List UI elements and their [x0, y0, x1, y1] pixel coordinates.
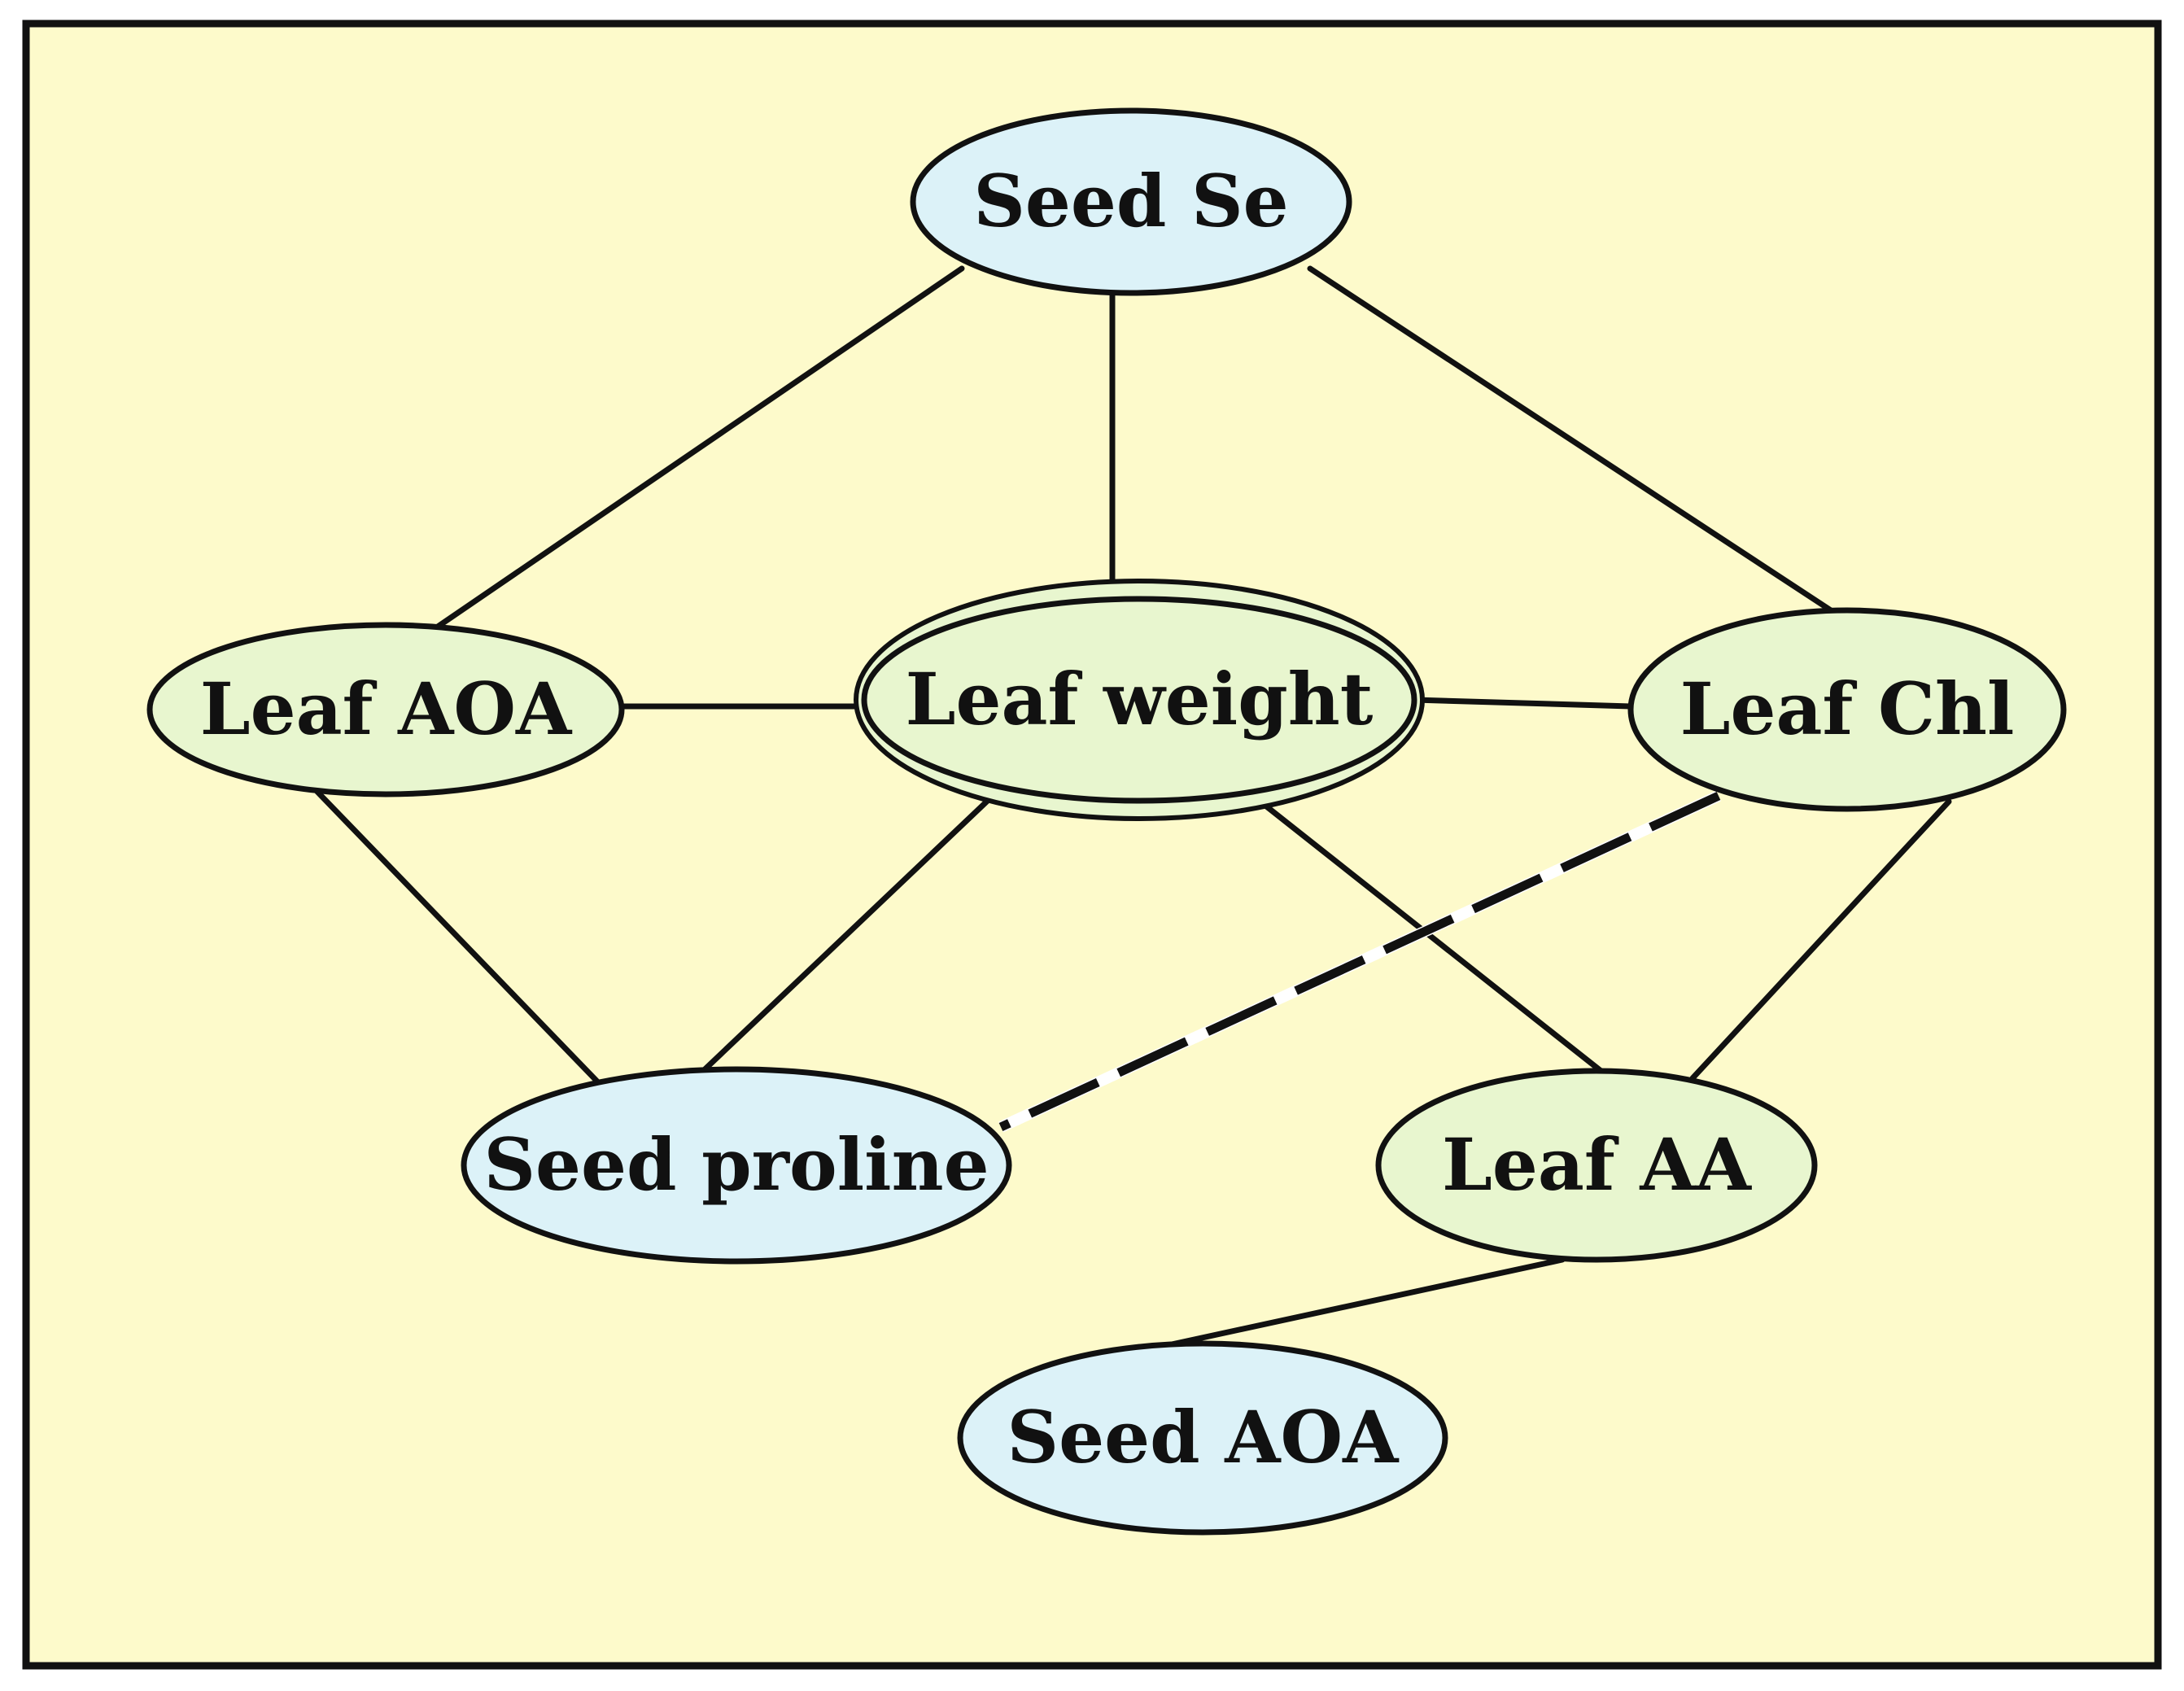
node-seed-se-ellipse: [910, 107, 1352, 296]
node-leaf-weight-label: Leaf weight: [906, 657, 1374, 741]
node-leaf-chl: Leaf Chl: [1627, 607, 2067, 812]
node-leaf-weight: Leaf weight: [854, 579, 1425, 821]
node-leaf-weight-ellipse: [861, 596, 1417, 804]
node-leaf-aa: Leaf AA: [1375, 1068, 1818, 1263]
edge-leaf-chl-seed-proline: [998, 792, 1721, 1131]
node-leaf-chl-label: Leaf Chl: [1680, 666, 2015, 751]
node-leaf-chl-ellipse: [1627, 607, 2067, 812]
node-leaf-aoa-label: Leaf AOA: [200, 666, 573, 751]
node-seed-proline-ellipse: [461, 1066, 1012, 1265]
edges-layer: [314, 265, 1952, 1348]
node-seed-aoa-label: Seed AOA: [1007, 1395, 1400, 1479]
node-seed-aoa-ellipse: [957, 1340, 1448, 1536]
edge-seed-se-leaf-aoa: [432, 265, 965, 631]
edge-leaf-weight-leaf-chl: [1411, 697, 1634, 710]
node-seed-se-label: Seed Se: [973, 159, 1288, 243]
node-leaf-aa-ellipse: [1375, 1068, 1818, 1263]
node-seed-se: Seed Se: [910, 107, 1352, 296]
node-leaf-aoa: Leaf AOA: [146, 622, 625, 797]
node-seed-aoa: Seed AOA: [957, 1340, 1448, 1536]
node-leaf-aa-label: Leaf AA: [1442, 1122, 1753, 1207]
node-seed-proline: Seed proline: [461, 1066, 1012, 1265]
edge-leaf-aoa-seed-proline: [314, 789, 601, 1086]
edge-leaf-chl-leaf-aa: [1689, 798, 1952, 1081]
node-leaf-aoa-ellipse: [146, 622, 625, 797]
edge-leaf-aa-seed-aoa: [1168, 1256, 1566, 1348]
edge-seed-se-leaf-chl: [1307, 265, 1834, 614]
edge-leaf-weight-leaf-aa: [1254, 796, 1606, 1076]
edge-leaf-weight-seed-proline: [698, 793, 996, 1076]
node-seed-proline-label: Seed proline: [483, 1122, 989, 1207]
